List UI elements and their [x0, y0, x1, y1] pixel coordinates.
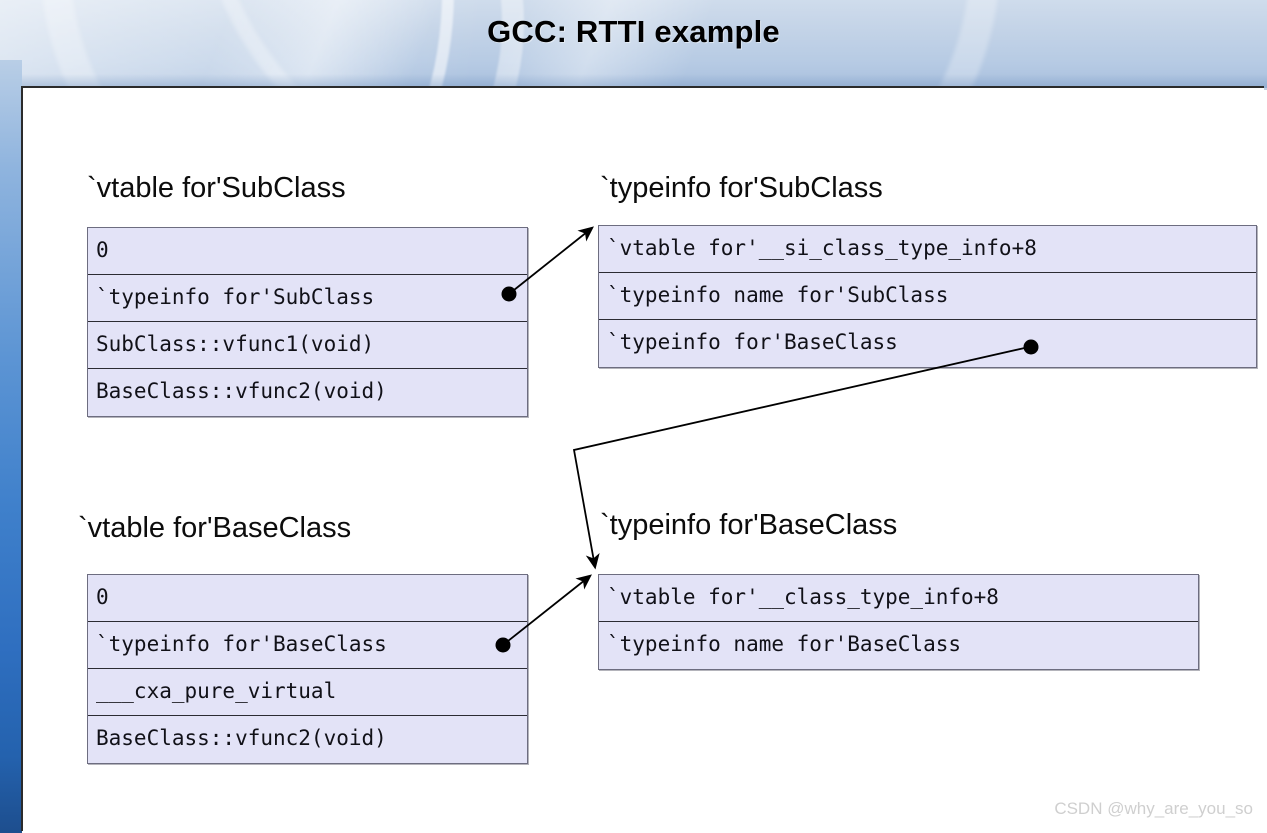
table-row: 0 — [88, 228, 527, 275]
table-row: 0 — [88, 575, 527, 622]
group-heading-vtable-subclass: `vtable for'SubClass — [87, 172, 346, 204]
table-row: `typeinfo name for'SubClass — [599, 273, 1256, 320]
table-row: SubClass::vfunc1(void) — [88, 322, 527, 369]
table-typeinfo-subclass: `vtable for'__si_class_type_info+8 `type… — [598, 225, 1257, 368]
group-heading-typeinfo-baseclass: `typeinfo for'BaseClass — [600, 509, 898, 541]
table-row: BaseClass::vfunc2(void) — [96, 726, 387, 750]
table-vtable-baseclass: 0 `typeinfo for'BaseClass ___cxa_pure_vi… — [87, 574, 528, 764]
group-heading-vtable-baseclass: `vtable for'BaseClass — [78, 512, 352, 544]
group-heading-typeinfo-subclass: `typeinfo for'SubClass — [600, 172, 883, 204]
table-row: BaseClass::vfunc2(void) — [96, 379, 387, 403]
table-vtable-subclass: 0 `typeinfo for'SubClass SubClass::vfunc… — [87, 227, 528, 417]
table-row: `vtable for'__si_class_type_info+8 — [599, 226, 1256, 273]
table-row: `typeinfo for'SubClass — [88, 275, 527, 322]
table-typeinfo-baseclass: `vtable for'__class_type_info+8 `typeinf… — [598, 574, 1199, 670]
table-row: `typeinfo for'BaseClass — [88, 622, 527, 669]
page-title: GCC: RTTI example — [487, 14, 780, 49]
slide-left-accent-strip — [0, 60, 22, 833]
csdn-watermark: CSDN @why_are_you_so — [1054, 799, 1253, 818]
table-row: `typeinfo for'BaseClass — [607, 330, 898, 354]
banner-sheen — [0, 0, 1267, 88]
table-row: `typeinfo name for'BaseClass — [607, 632, 962, 656]
table-row: `vtable for'__class_type_info+8 — [599, 575, 1198, 622]
table-row: ___cxa_pure_virtual — [88, 669, 527, 716]
